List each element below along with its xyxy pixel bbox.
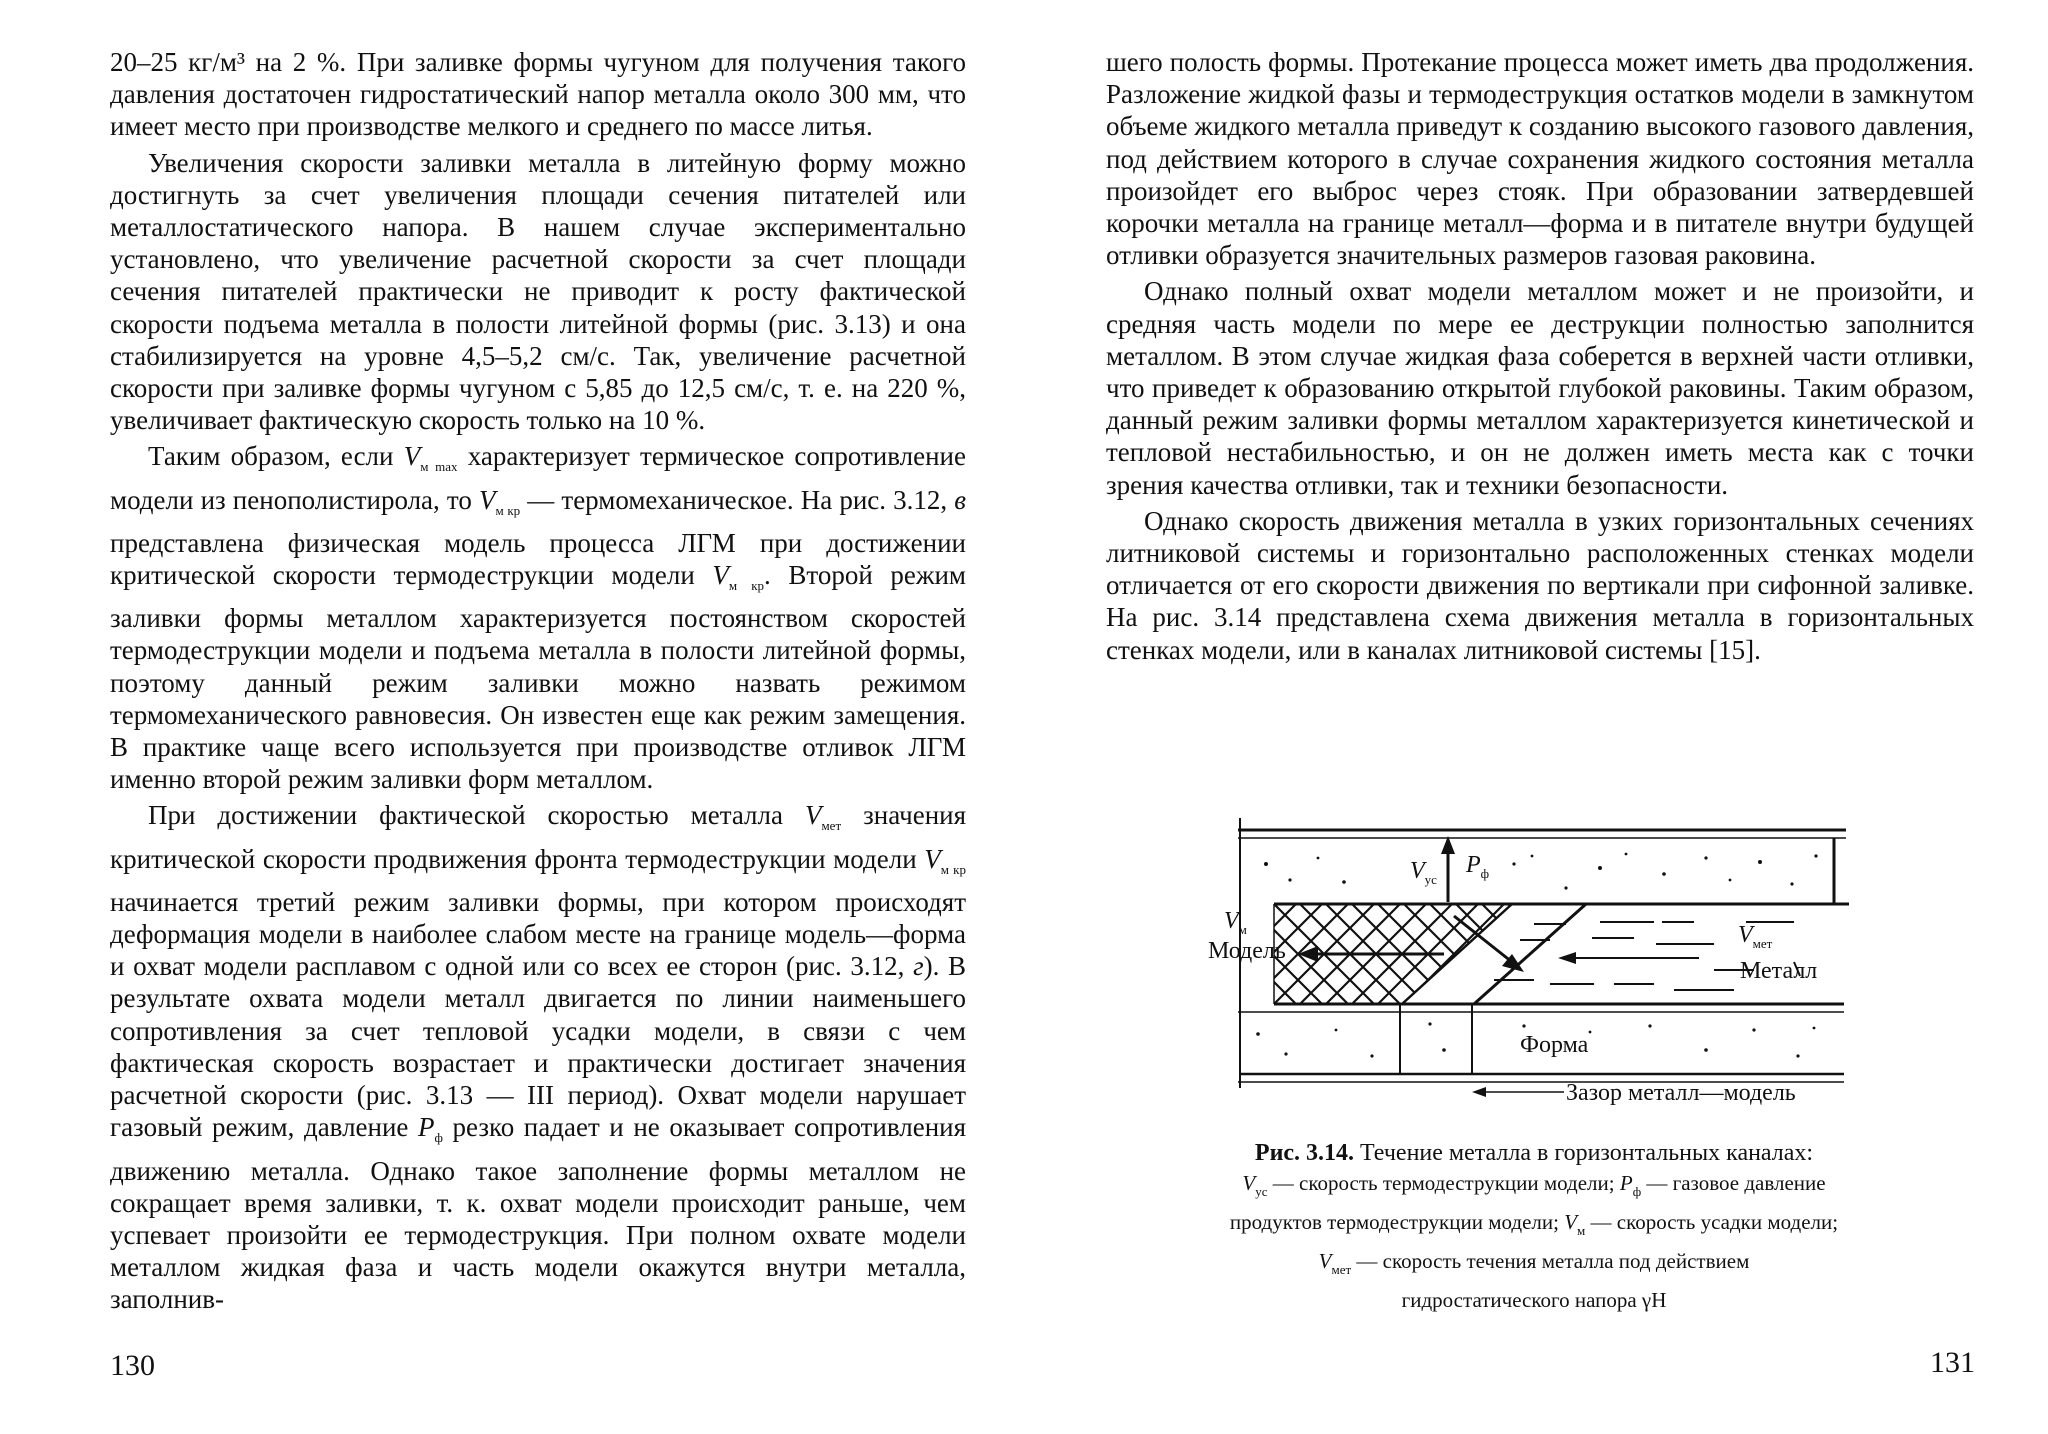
label-model: Модель [1208,938,1286,964]
page-number-right: 131 [1930,1346,1975,1379]
vus-arrow-head [1441,836,1455,854]
label-v-m: Vм [1224,908,1247,937]
symbol-sub-mkr: м кр [495,502,521,518]
p3-part-6: . Второй режим заливки формы металлом ха… [110,560,967,795]
caption-line-5: гидростатического напора γH [1401,1288,1667,1312]
sand-speckles [1256,852,1818,1058]
figure-caption: Рис. 3.14. Течение металла в горизонталь… [1124,1138,1944,1315]
symbol-sub-mkr: м кр [940,861,966,877]
caption-line-4: Vмет — скорость течения металла под дейс… [1318,1249,1750,1277]
p3-part-1: Таким образом, если [148,441,394,472]
left-paragraph-2: Увеличения скорости заливки металла в ли… [110,147,966,436]
left-paragraph-1: 20–25 кг/м³ на 2 %. При заливке формы чу… [110,47,966,142]
right-page: шего полость формы. Протекание процесса … [1024,0,2048,1434]
p4-part-3: г [913,951,924,982]
label-gap: Зазор металл—модель [1566,1080,1796,1106]
symbol-v: V [924,843,941,874]
label-v-met: Vмет [1738,922,1773,951]
caption-line-1: Рис. 3.14. Течение металла в горизонталь… [1254,1140,1814,1166]
symbol-v: V [712,560,729,591]
p4-part-5: резко падает и не оказывает сопротивлени… [110,1112,967,1315]
symbol-v: V [804,800,822,831]
right-paragraph-1: шего полость формы. Протекание процесса … [1106,47,1974,271]
symbol-p: P [418,1112,435,1143]
p3-part-3: — термомеханическое. На рис. 3.12, [527,484,948,515]
figure-3-14: Vус Pф Vм Модель Vмет Металл Форма Зазор… [1194,798,1874,1118]
p4-part-4: ). В результате охвата модели металл дви… [110,951,967,1143]
gap-arrow-head [1472,1087,1486,1097]
label-v-us: Vус [1410,858,1437,887]
metal-front-line [1473,902,1587,1006]
diag-arrow-head [1502,954,1524,972]
vm-arrow-head [1298,946,1318,962]
right-paragraph-2: Однако полный охват модели металлом може… [1106,276,1974,500]
p4-part-2: начинается третий режим заливки формы, п… [110,886,966,982]
left-text-block: 20–25 кг/м³ на 2 %. При заливке формы чу… [110,46,966,1316]
p3-part-5: представлена физическая модель процесса … [110,527,966,591]
label-p-f: Pф [1466,852,1490,881]
symbol-v: V [478,484,496,515]
caption-line-3: продуктов термодеструкции модели; Vм — с… [1229,1210,1839,1238]
symbol-v: V [403,441,421,472]
right-text-block: шего полость формы. Протекание процесса … [1106,46,1974,666]
flow-diagram [1238,818,1849,1097]
p4-part-1: значения критической скорости продвижени… [110,800,967,874]
model-front-line [1401,903,1513,1005]
left-paragraph-4: При достижении фактической скоростью мет… [110,799,966,1315]
caption-line-2: Vус — скорость термодеструкции модели; P… [1242,1171,1826,1199]
left-paragraph-3: Таким образом, если Vм max характеризует… [110,440,966,795]
symbol-sub-f: ф [434,1130,443,1146]
p4-part-0: При достижении фактической скоростью мет… [148,800,783,831]
metal-flow-lines [1494,921,1801,991]
vmet-arrow-head [1558,952,1576,964]
symbol-sub-mkr: м кр [728,578,765,594]
right-paragraph-3: Однако скорость движения металла в узких… [1106,505,1974,665]
symbol-sub-met: мет [821,818,842,834]
diag-arrow-shaft [1453,914,1513,964]
p3-part-4: в [954,484,967,515]
label-form: Форма [1520,1032,1589,1058]
label-metal: Металл [1740,958,1818,984]
page-number-left: 130 [110,1349,155,1382]
left-page: 20–25 кг/м³ на 2 %. При заливке формы чу… [110,46,966,1382]
symbol-sub-mmax: м max [420,459,458,475]
p3-part-2: характеризует термическое сопротивление … [110,441,966,515]
